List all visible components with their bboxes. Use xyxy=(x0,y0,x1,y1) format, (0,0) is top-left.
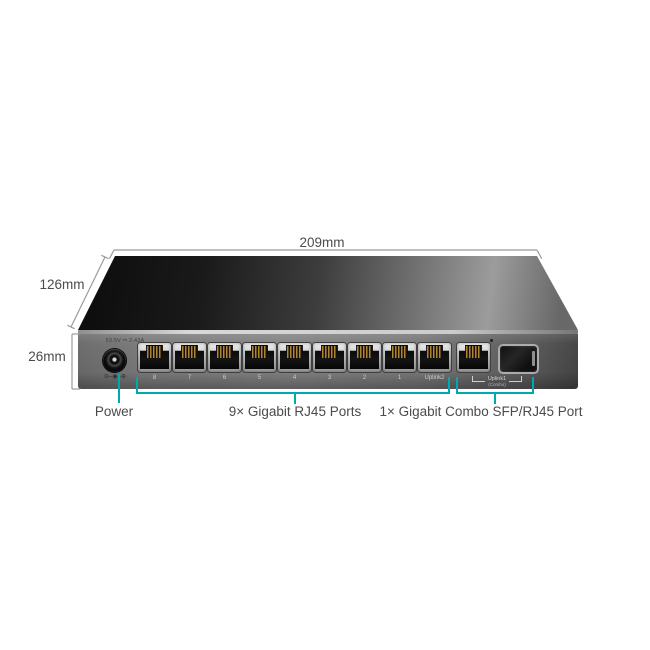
rj45-port xyxy=(243,343,276,372)
rj45-opening xyxy=(140,345,169,369)
rj45-pins-icon xyxy=(251,345,268,359)
callout-combo-label: 1× Gigabit Combo SFP/RJ45 Port xyxy=(379,404,583,419)
rj45-opening xyxy=(315,345,344,369)
rj45-opening xyxy=(385,345,414,369)
power-jack xyxy=(103,349,126,372)
switch-front-rim xyxy=(78,330,578,334)
rj45-pins-icon xyxy=(356,345,373,359)
combo-port-label-group: Uplink1 xyxy=(457,375,537,382)
port-number-label: Uplink2 xyxy=(424,375,445,381)
port-number-label: 5 xyxy=(257,375,262,381)
sfp-latch-icon xyxy=(532,351,535,366)
rj45-pins-icon xyxy=(286,345,303,359)
combo-bracket-left-icon xyxy=(471,376,485,382)
rj45-port xyxy=(418,343,451,372)
rj45-port xyxy=(138,343,171,372)
rj45-port xyxy=(208,343,241,372)
rj45-pins-icon xyxy=(426,345,443,359)
switch-top-face xyxy=(78,256,578,330)
rj45-opening xyxy=(459,345,488,369)
polarity-icon: ⊖–◉–⊕ xyxy=(104,374,126,380)
port-number-label: 6 xyxy=(222,375,227,381)
port-number-label: 8 xyxy=(152,375,157,381)
sfp-slot xyxy=(500,346,537,372)
rj45-port xyxy=(313,343,346,372)
rj45-opening xyxy=(245,345,274,369)
rj45-pins-icon xyxy=(391,345,408,359)
dimension-width-label: 209mm xyxy=(299,235,345,250)
rj45-opening xyxy=(175,345,204,369)
rj45-port xyxy=(173,343,206,372)
port-number-label: 3 xyxy=(327,375,332,381)
rj45-opening xyxy=(350,345,379,369)
power-rating-label: 53.5V ⎓ 2.43A xyxy=(105,338,145,344)
combo-port-sublabel: (Combo) xyxy=(488,382,506,387)
combo-bracket-right-icon xyxy=(509,376,523,382)
rj45-pins-icon xyxy=(181,345,198,359)
dimension-depth-label: 126mm xyxy=(39,277,85,292)
callout-rj45-label: 9× Gigabit RJ45 Ports xyxy=(228,404,362,419)
dimension-height-label: 26mm xyxy=(28,349,66,364)
rj45-port xyxy=(278,343,311,372)
port-number-label: 2 xyxy=(362,375,367,381)
rj45-opening xyxy=(210,345,239,369)
rj45-port xyxy=(457,343,490,372)
rj45-pins-icon xyxy=(216,345,233,359)
port-number-label: 4 xyxy=(292,375,297,381)
combo-port-label: Uplink1 xyxy=(487,376,507,382)
rj45-port xyxy=(348,343,381,372)
rj45-opening xyxy=(280,345,309,369)
callout-power-label: Power xyxy=(94,404,134,419)
rj45-pins-icon xyxy=(321,345,338,359)
port-number-label: 7 xyxy=(187,375,192,381)
rj45-pins-icon xyxy=(146,345,163,359)
rj45-opening xyxy=(420,345,449,369)
rj45-pins-icon xyxy=(465,345,482,359)
led-pinhole-icon xyxy=(490,339,493,342)
switch-front-panel: 53.5V ⎓ 2.43A ⊖–◉–⊕ 8 7 6 5 4 3 2 1 Uplink2 Upli… xyxy=(78,334,578,389)
rj45-port xyxy=(383,343,416,372)
port-number-label: 1 xyxy=(397,375,402,381)
